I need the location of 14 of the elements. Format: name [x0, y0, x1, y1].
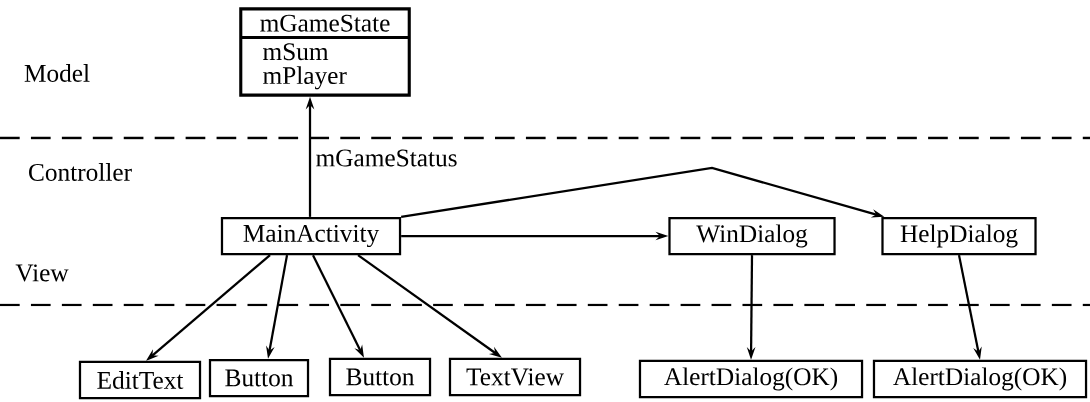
- component-box: AlertDialog(OK): [872, 359, 1088, 399]
- class-box: mGameState mSum mPlayer: [239, 7, 411, 97]
- component-box: MainActivity: [220, 216, 402, 256]
- component-box: EditText: [78, 360, 202, 400]
- layer-label: Controller: [29, 163, 132, 181]
- component-box: AlertDialog(OK): [638, 359, 864, 399]
- layer-label: Model: [24, 64, 90, 82]
- component-box: TextView: [448, 357, 582, 397]
- layer-label: View: [15, 264, 69, 282]
- component-box: WinDialog: [668, 216, 836, 256]
- component-box: Button: [208, 358, 310, 398]
- component-box: HelpDialog: [881, 216, 1037, 256]
- component-box: Button: [328, 357, 432, 397]
- edge-label: mGameStatus: [314, 148, 459, 168]
